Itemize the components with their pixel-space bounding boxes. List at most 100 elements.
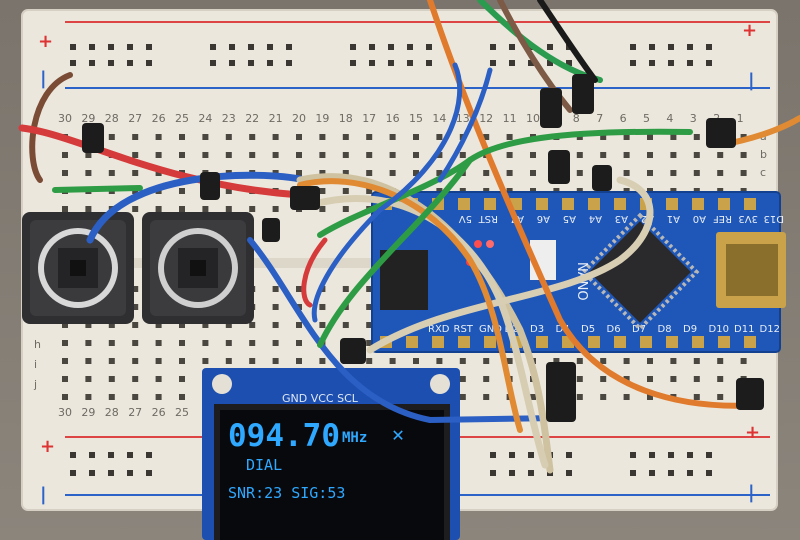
row-letter: b (760, 148, 767, 161)
column-number: 14 (432, 112, 446, 125)
led-tx (486, 240, 494, 248)
column-number: 10 (526, 112, 540, 125)
wire-blue-2 (311, 62, 463, 323)
column-number: 25 (175, 112, 189, 125)
nano-top-pin-label: A3 (615, 213, 628, 224)
wire-beige-1 (296, 173, 554, 474)
icsp-header (380, 250, 428, 310)
column-number: 25 (175, 406, 189, 419)
column-number: 20 (292, 112, 306, 125)
column-number: 16 (386, 112, 400, 125)
component-leads (82, 74, 764, 422)
wire-blue-left (86, 171, 309, 244)
nano-top-pin-label: A0 (693, 213, 706, 224)
column-number: 18 (339, 112, 353, 125)
nano-top-pin-label: RST (478, 213, 498, 224)
column-number: 4 (666, 112, 673, 125)
nano-top-pin-label: A6 (537, 213, 550, 224)
push-button-left (22, 212, 134, 324)
nano-bottom-pin-label: RST (454, 324, 474, 335)
column-number: 26 (152, 406, 166, 419)
wire-black-top (537, 0, 598, 83)
column-number: 29 (81, 406, 95, 419)
wire-brown-left (29, 72, 73, 183)
nano-bottom-pin-label: D5 (581, 324, 595, 335)
nano-top-pin-label: 3V3 (738, 213, 758, 224)
rail-plus-bottom-right: + (745, 422, 760, 443)
oled-unit: MHz (342, 430, 368, 446)
column-number: 3 (690, 112, 697, 125)
nano-bottom-pin-label: D8 (658, 324, 672, 335)
wire-red-short (301, 237, 328, 308)
nano-bottom-pin-label: D10 (709, 324, 729, 335)
wire-orange-2 (297, 178, 523, 433)
column-number: 24 (198, 112, 212, 125)
column-number: 12 (479, 112, 493, 125)
column-number: 15 (409, 112, 423, 125)
column-number: 7 (596, 112, 603, 125)
column-number: 5 (643, 112, 650, 125)
column-numbers-bottom: 30 29 28 27 26 25 (58, 406, 189, 419)
column-number: 8 (573, 112, 580, 125)
nano-top-pin-label: A4 (589, 213, 602, 224)
nano-bottom-pin-label: D3 (530, 324, 544, 335)
column-number: 6 (620, 112, 627, 125)
led-power (474, 240, 482, 248)
wire-green-2 (317, 157, 473, 348)
oled-mode: DIAL (246, 456, 283, 474)
push-button-right (142, 212, 254, 324)
wire-green-left (52, 185, 143, 193)
oled-signal-line: SNR:23 SIG:53 (228, 484, 346, 502)
oled-pin-labels: GND VCC SCL (282, 392, 359, 405)
nano-bottom-pin-label: D6 (607, 324, 621, 335)
rail-minus-bottom-right: | (748, 482, 755, 503)
nano-bottom-pin-label: RXD (428, 324, 450, 335)
rail-minus-top-left: | (40, 68, 47, 89)
nano-bottom-pin-label: D11 (734, 324, 754, 335)
row-letter: j (33, 378, 37, 391)
column-number: 28 (105, 406, 119, 419)
column-number: 30 (58, 406, 72, 419)
nano-bottom-pin-label: D9 (683, 324, 697, 335)
column-number: 17 (362, 112, 376, 125)
wire-blue-long (247, 237, 563, 424)
wire-red (18, 124, 304, 199)
column-number: 29 (81, 112, 95, 125)
nano-top-pin-label: A5 (563, 213, 576, 224)
rail-plus-top-left: + (38, 31, 53, 52)
column-number: 26 (152, 112, 166, 125)
nano-bottom-pin-label: D7 (632, 324, 646, 335)
column-number: 27 (128, 406, 142, 419)
column-number: 13 (456, 112, 470, 125)
column-number: 28 (105, 112, 119, 125)
nano-top-pin-label: REF (713, 213, 732, 224)
nano-top-pin-label: A1 (667, 213, 680, 224)
rail-minus-top-right: | (748, 70, 755, 91)
wire-blue-3 (437, 67, 493, 183)
wire-beige-3 (366, 176, 654, 354)
row-letter: i (34, 358, 37, 371)
column-number: 23 (222, 112, 236, 125)
column-number: 30 (58, 112, 72, 125)
rail-minus-bottom-left: | (40, 484, 47, 505)
nano-bottom-pin-label: D12 (760, 324, 780, 335)
rail-plus-bottom-left: + (40, 436, 55, 457)
nano-top-pin-label: D13 (764, 213, 784, 224)
row-letter: h (34, 338, 41, 351)
oled-mark-icon: ✕ (392, 422, 405, 446)
column-number: 22 (245, 112, 259, 125)
column-number: 27 (128, 112, 142, 125)
column-number: 19 (315, 112, 329, 125)
nano-bottom-pin-label: GND (479, 324, 502, 335)
column-number: 11 (503, 112, 517, 125)
rail-plus-top-right: + (742, 20, 757, 41)
nano-top-pin-label: 5V (459, 213, 472, 224)
column-number: 1 (737, 112, 744, 125)
oled-display (220, 410, 444, 540)
wire-orange-long (427, 0, 763, 409)
column-number: 21 (269, 112, 283, 125)
oled-frequency: 094.70 (228, 418, 340, 454)
